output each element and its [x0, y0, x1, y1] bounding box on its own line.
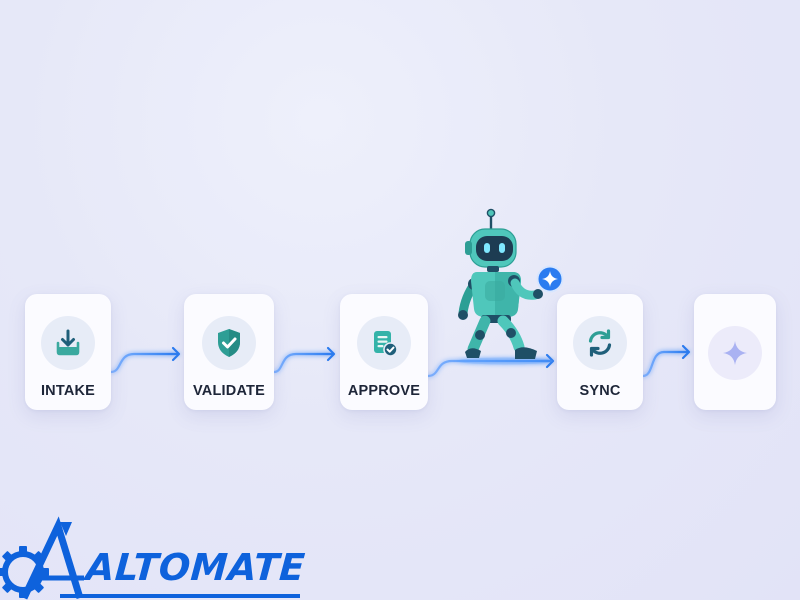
step-label: INTAKE — [40, 383, 96, 399]
step-label: VALIDATE — [193, 383, 265, 399]
step-label: APPROVE — [347, 383, 421, 399]
brand-name: ALTOMATE — [84, 546, 307, 589]
step-card-validate: VALIDATE — [184, 294, 274, 410]
sparkle-badge-icon — [536, 265, 564, 293]
shield-check-icon — [218, 329, 240, 357]
arrowhead-next — [681, 344, 691, 360]
step-icon-disc — [357, 316, 411, 370]
step-card-sync: SYNC — [557, 294, 643, 410]
connector-sync-next — [641, 350, 690, 378]
connector-intake-validate — [109, 352, 180, 374]
brand-logo — [0, 516, 300, 600]
download-tray-icon — [56, 329, 80, 356]
step-card-next — [694, 294, 776, 410]
sparkle-icon — [723, 341, 747, 365]
step-card-intake: INTAKE — [25, 294, 111, 410]
step-icon-disc — [41, 316, 95, 370]
step-icon-disc — [573, 316, 627, 370]
step-icon-disc — [708, 326, 762, 380]
step-label: SYNC — [579, 383, 621, 399]
document-check-icon — [374, 331, 398, 357]
step-icon-disc — [202, 316, 256, 370]
sync-arrows-icon — [588, 329, 612, 357]
connector-validate-approve — [272, 352, 335, 374]
walking-robot-icon — [458, 208, 564, 359]
arrowhead-validate — [171, 346, 181, 362]
step-card-approve: APPROVE — [340, 294, 428, 410]
arrowhead-approve — [326, 346, 336, 362]
